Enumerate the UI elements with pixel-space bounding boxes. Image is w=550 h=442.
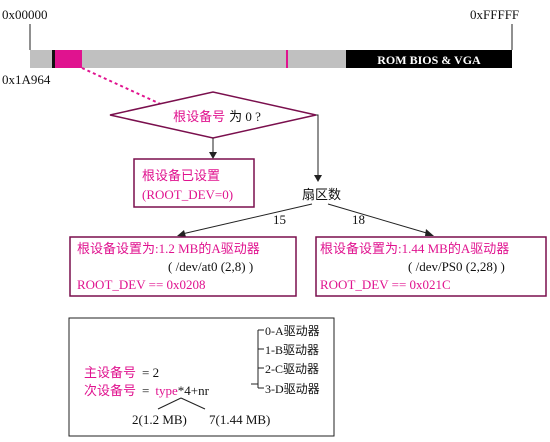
minor-device-formula: *4+nr (178, 383, 210, 398)
result-1-2mb-line1: 根设备设置为:1.2 MB的A驱动器 (77, 241, 260, 256)
major-device-value: = 2 (142, 365, 159, 380)
result-1-44mb-line3: ROOT_DEV == 0x021C (320, 277, 451, 292)
rom-bios-label: ROM BIOS & VGA (377, 53, 481, 67)
decision-question-suffix: 为 0 ? (229, 109, 261, 124)
drive-item-0: 0-A驱动器 (265, 324, 320, 338)
result-1-2mb-line3: ROOT_DEV == 0x0208 (77, 277, 206, 292)
sectors-18-label: 18 (352, 212, 365, 227)
branch-line-left (181, 203, 313, 235)
sector-count-label: 扇区数 (302, 187, 341, 202)
drive-item-2: 2-C驱动器 (265, 362, 319, 376)
result-1-44mb-prefix: 根设备设置为: (320, 241, 402, 256)
drive-item-3: 3-D驱动器 (265, 382, 320, 396)
decision-question: 根设备号为 0 ? (173, 109, 261, 124)
memory-bar-thin-marker (286, 50, 288, 68)
result-1-2mb-line2: ( /dev/at0 (2,8) ) (168, 259, 253, 274)
result-1-44mb-suffix: 1.44 MB的A驱动器 (402, 241, 510, 256)
major-device-line: 主设备号 = 2 (84, 365, 159, 380)
result-1-2mb-prefix: 根设备设置为: (77, 241, 159, 256)
rom-bios-block (346, 50, 512, 68)
already-set-line1: 根设备已设置 (142, 168, 220, 183)
decision-question-prefix: 根设备号 (173, 109, 225, 124)
arrow-head-left (177, 230, 186, 237)
end-address-label: 0xFFFFF (470, 7, 519, 22)
arrow-head-sectors (314, 175, 322, 182)
minor-device-type: type (155, 383, 178, 398)
type-value-1-44mb: 7(1.44 MB) (209, 412, 270, 427)
branch-line-right (327, 203, 431, 235)
result-1-44mb-line1: 根设备设置为:1.44 MB的A驱动器 (320, 241, 509, 256)
marker-address-label: 0x1A964 (2, 72, 51, 87)
already-set-box (133, 158, 255, 208)
already-set-line2: (ROOT_DEV=0) (142, 187, 233, 202)
memory-bar-marker (55, 50, 82, 68)
result-1-44mb-line2: ( /dev/PS0 (2,28) ) (408, 259, 505, 274)
start-address-label: 0x00000 (2, 7, 48, 22)
major-device-label: 主设备号 (84, 365, 136, 380)
arrow-to-sectors (316, 114, 319, 177)
type-value-1-2mb: 2(1.2 MB) (132, 412, 187, 427)
drive-item-1: 1-B驱动器 (265, 343, 319, 357)
minor-device-eq: = (142, 383, 149, 398)
sectors-15-label: 15 (273, 212, 286, 227)
type-branch-left (157, 397, 182, 410)
minor-device-label: 次设备号 (84, 383, 136, 398)
arrow-head-already-set (209, 152, 217, 159)
device-number-box (68, 317, 335, 437)
result-1-2mb-suffix: 1.2 MB的A驱动器 (159, 241, 260, 256)
minor-device-line: 次设备号 = type*4+nr (84, 383, 210, 398)
type-branch-right (180, 397, 206, 410)
result-box-1-44mb (315, 236, 547, 297)
memory-bar-divider (52, 50, 55, 68)
result-box-1-2mb (69, 236, 297, 297)
arrow-head-right (425, 229, 434, 236)
